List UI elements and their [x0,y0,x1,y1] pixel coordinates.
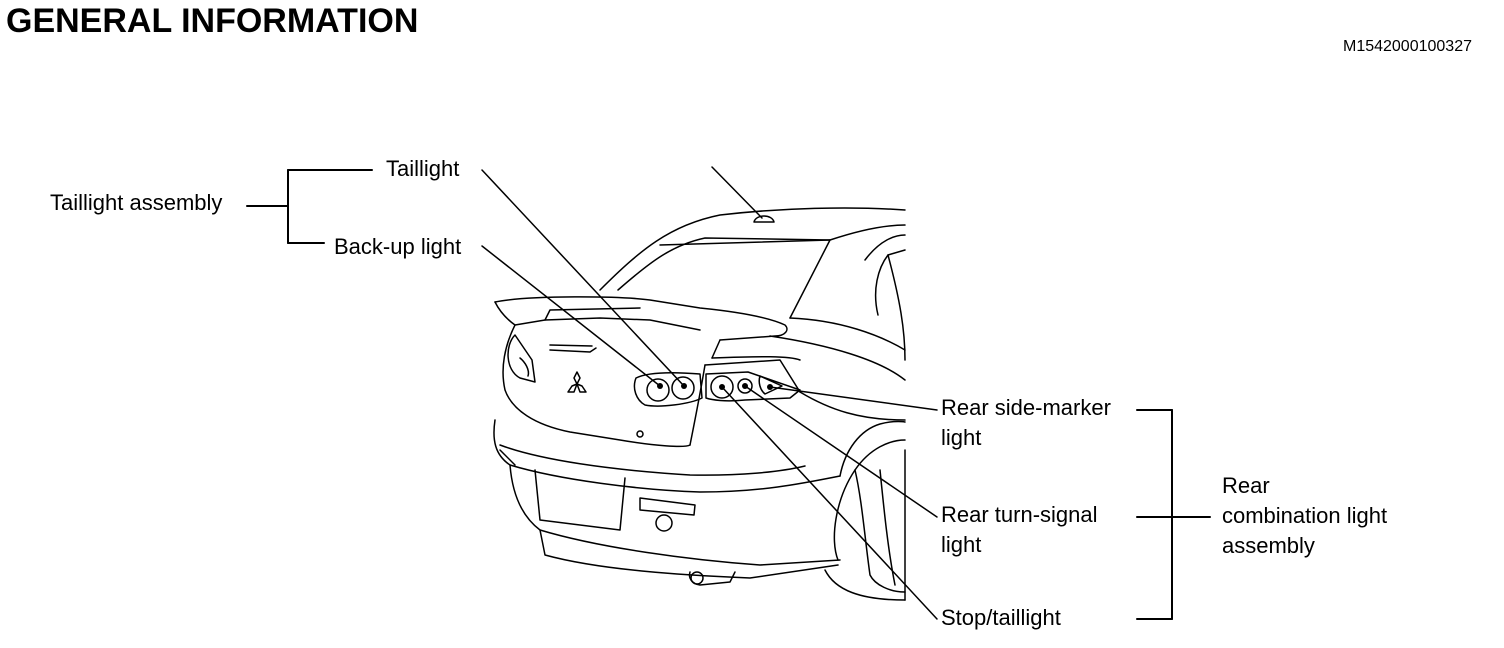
label-rear-combination-line3: assembly [1222,533,1315,558]
label-rear-side-marker-light: Rear side-marker light [941,393,1111,453]
page-title: GENERAL INFORMATION [6,2,419,40]
label-rear-side-marker-line1: Rear side-marker [941,395,1111,420]
label-rear-combination-line1: Rear [1222,473,1270,498]
label-taillight: Taillight [386,156,460,181]
leader-lines [481,166,938,620]
figure-code: M1542000100327 [1342,38,1472,55]
car-body [493,207,906,601]
label-rear-turn-signal-line2: light [941,532,982,557]
label-backup-light: Back-up light [334,234,462,259]
leader-points [657,383,773,390]
label-rear-combination-line2: combination light [1222,503,1388,528]
label-rear-side-marker-line2: light [941,425,982,450]
taillight-lenses [633,371,801,407]
label-rear-turn-signal-light: Rear turn-signal light [941,500,1098,560]
taillight-assembly-bracket [246,169,373,244]
label-taillight-assembly: Taillight assembly [50,190,223,215]
rear-combination-bracket [1136,409,1211,620]
high-mount-stop-light [753,215,775,223]
label-rear-turn-signal-line1: Rear turn-signal [941,502,1098,527]
label-rear-combination-light-assembly: Rear combination light assembly [1222,471,1387,561]
label-stop-taillight: Stop/taillight [941,605,1061,630]
